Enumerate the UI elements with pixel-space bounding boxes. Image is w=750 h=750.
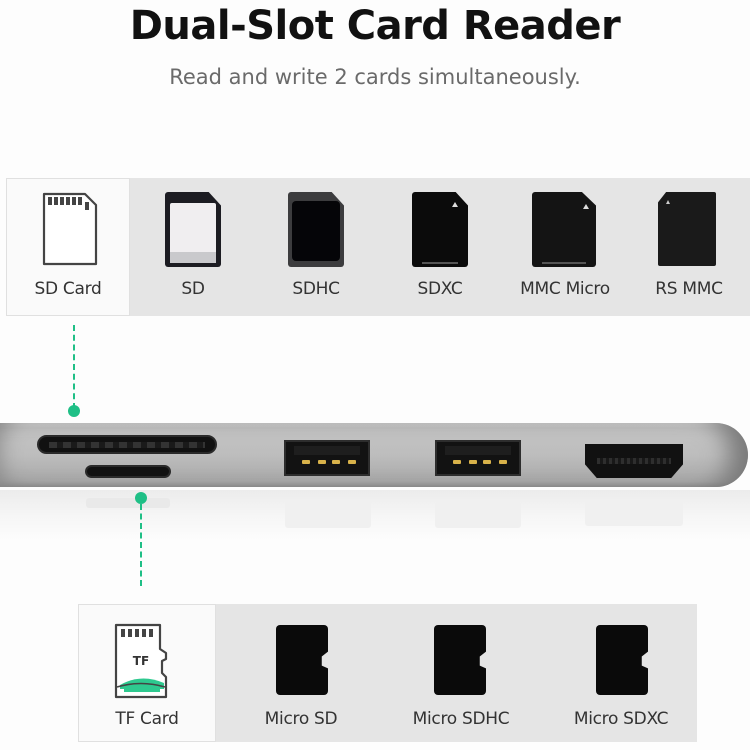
svg-text:TF: TF bbox=[133, 654, 149, 668]
sd-card-outline-icon bbox=[42, 192, 98, 266]
card-label: SDXC bbox=[417, 279, 463, 299]
card-type-sdhc: SDHC bbox=[251, 178, 381, 316]
sdxc-card-icon bbox=[412, 192, 468, 267]
tf-card-slot-cell: TF TF Card bbox=[78, 604, 216, 742]
sd-card-slot-label: SD Card bbox=[34, 279, 102, 299]
card-label: Micro SD bbox=[264, 709, 338, 729]
micro-sd-card-icon bbox=[276, 625, 328, 695]
tf-card-outline-icon: TF bbox=[114, 623, 168, 699]
card-type-sd: SD bbox=[128, 178, 258, 316]
card-label: Micro SDXC bbox=[573, 709, 669, 729]
sd-card-white-icon bbox=[165, 192, 221, 267]
sd-card-slot-cell: SD Card bbox=[6, 178, 130, 316]
micro-sdhc-card-icon bbox=[434, 625, 486, 695]
page-title: Dual-Slot Card Reader bbox=[129, 3, 621, 49]
tf-slot-leader-line bbox=[140, 504, 142, 586]
sd-slot-leader-line bbox=[73, 325, 75, 409]
tf-card-slot-label: TF Card bbox=[115, 709, 179, 729]
tf-slot-leader-dot bbox=[135, 492, 147, 504]
card-type-micro-sdhc: Micro SDHC bbox=[396, 604, 526, 742]
rs-mmc-card-icon bbox=[658, 192, 716, 266]
card-label: SD bbox=[181, 279, 205, 299]
usb-a-port-1[interactable] bbox=[284, 440, 370, 476]
card-type-micro-sd: Micro SD bbox=[236, 604, 366, 742]
card-label: MMC Micro bbox=[520, 279, 610, 299]
device-reflection bbox=[0, 490, 750, 540]
card-type-mmc-micro: MMC Micro bbox=[500, 178, 630, 316]
page-subtitle: Read and write 2 cards simultaneously. bbox=[169, 65, 581, 89]
sd-slot-leader-dot bbox=[68, 405, 80, 417]
card-type-micro-sdxc: Micro SDXC bbox=[556, 604, 686, 742]
tf-card-slot[interactable] bbox=[85, 465, 171, 478]
hdmi-port[interactable] bbox=[585, 444, 683, 478]
usb-a-port-2[interactable] bbox=[435, 440, 521, 476]
sd-slot-pins bbox=[49, 442, 205, 448]
sdhc-card-icon bbox=[288, 192, 344, 267]
micro-sdxc-card-icon bbox=[596, 625, 648, 695]
card-label: SDHC bbox=[292, 279, 340, 299]
card-label: Micro SDHC bbox=[412, 709, 510, 729]
mmc-micro-card-icon bbox=[532, 192, 596, 267]
sd-card-slot[interactable] bbox=[37, 435, 217, 454]
card-type-rs-mmc: RS MMC bbox=[624, 178, 750, 316]
card-label: RS MMC bbox=[655, 279, 723, 299]
card-type-sdxc: SDXC bbox=[375, 178, 505, 316]
